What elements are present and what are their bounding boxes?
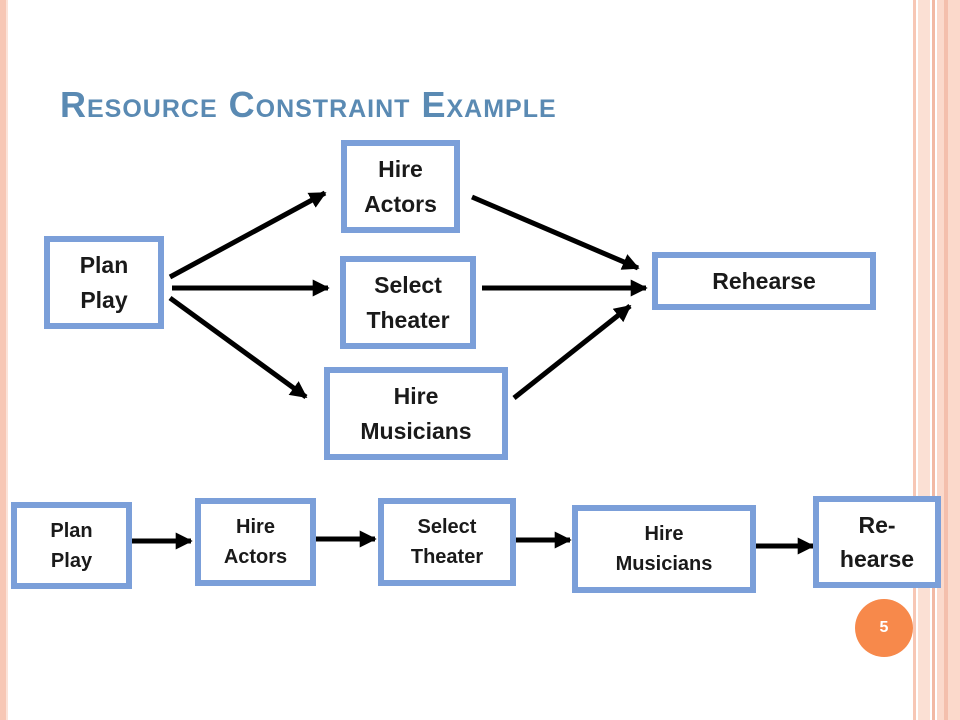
node-select-theater-line-2: Theater bbox=[366, 306, 450, 333]
seq-node-hire-musicians-line-1: Hire bbox=[644, 523, 684, 545]
page-number-badge: 5 bbox=[855, 599, 913, 657]
arrow-musicians-to-rehearse bbox=[512, 304, 632, 400]
slide-title: Resource Constraint Example bbox=[60, 84, 557, 125]
seq-node-hire-actors-line-2: Actors bbox=[223, 546, 288, 568]
node-plan-play-line-2: Play bbox=[80, 286, 128, 313]
node-hire-musicians-line-2: Musicians bbox=[360, 417, 472, 444]
seq-node-select-theater-line-1: Select bbox=[417, 516, 477, 538]
seq-node-plan-play-line-1: Plan bbox=[50, 519, 93, 542]
node-hire-musicians-line-1: Hire bbox=[393, 383, 439, 409]
seq-node-plan-play-line-2: Play bbox=[50, 549, 93, 572]
node-rehearse: Rehearse bbox=[652, 252, 876, 310]
arrow-plan-to-actors bbox=[168, 190, 327, 280]
seq-node-hire-musicians-line-2: Musicians bbox=[615, 553, 713, 575]
seq-node-hire-actors-line-1: Hire bbox=[236, 516, 275, 538]
node-hire-actors-line-1: Hire bbox=[378, 156, 423, 182]
seq-node-rehearse-line-2: hearse bbox=[839, 546, 915, 572]
seq-node-select-theater-line-2: Theater bbox=[410, 546, 484, 568]
node-rehearse-label: Rehearse bbox=[712, 267, 816, 294]
arrow-actors-to-rehearse bbox=[471, 194, 640, 271]
node-hire-actors-line-2: Actors bbox=[364, 190, 437, 217]
seq-node-rehearse-line-1: Re- bbox=[858, 511, 896, 538]
node-plan-play-line-1: Plan bbox=[79, 252, 129, 278]
arrow-plan-to-musicians bbox=[168, 295, 308, 400]
seq-node-rehearse: Re-hearse bbox=[813, 496, 941, 588]
node-select-theater-line-1: Select bbox=[374, 272, 442, 298]
